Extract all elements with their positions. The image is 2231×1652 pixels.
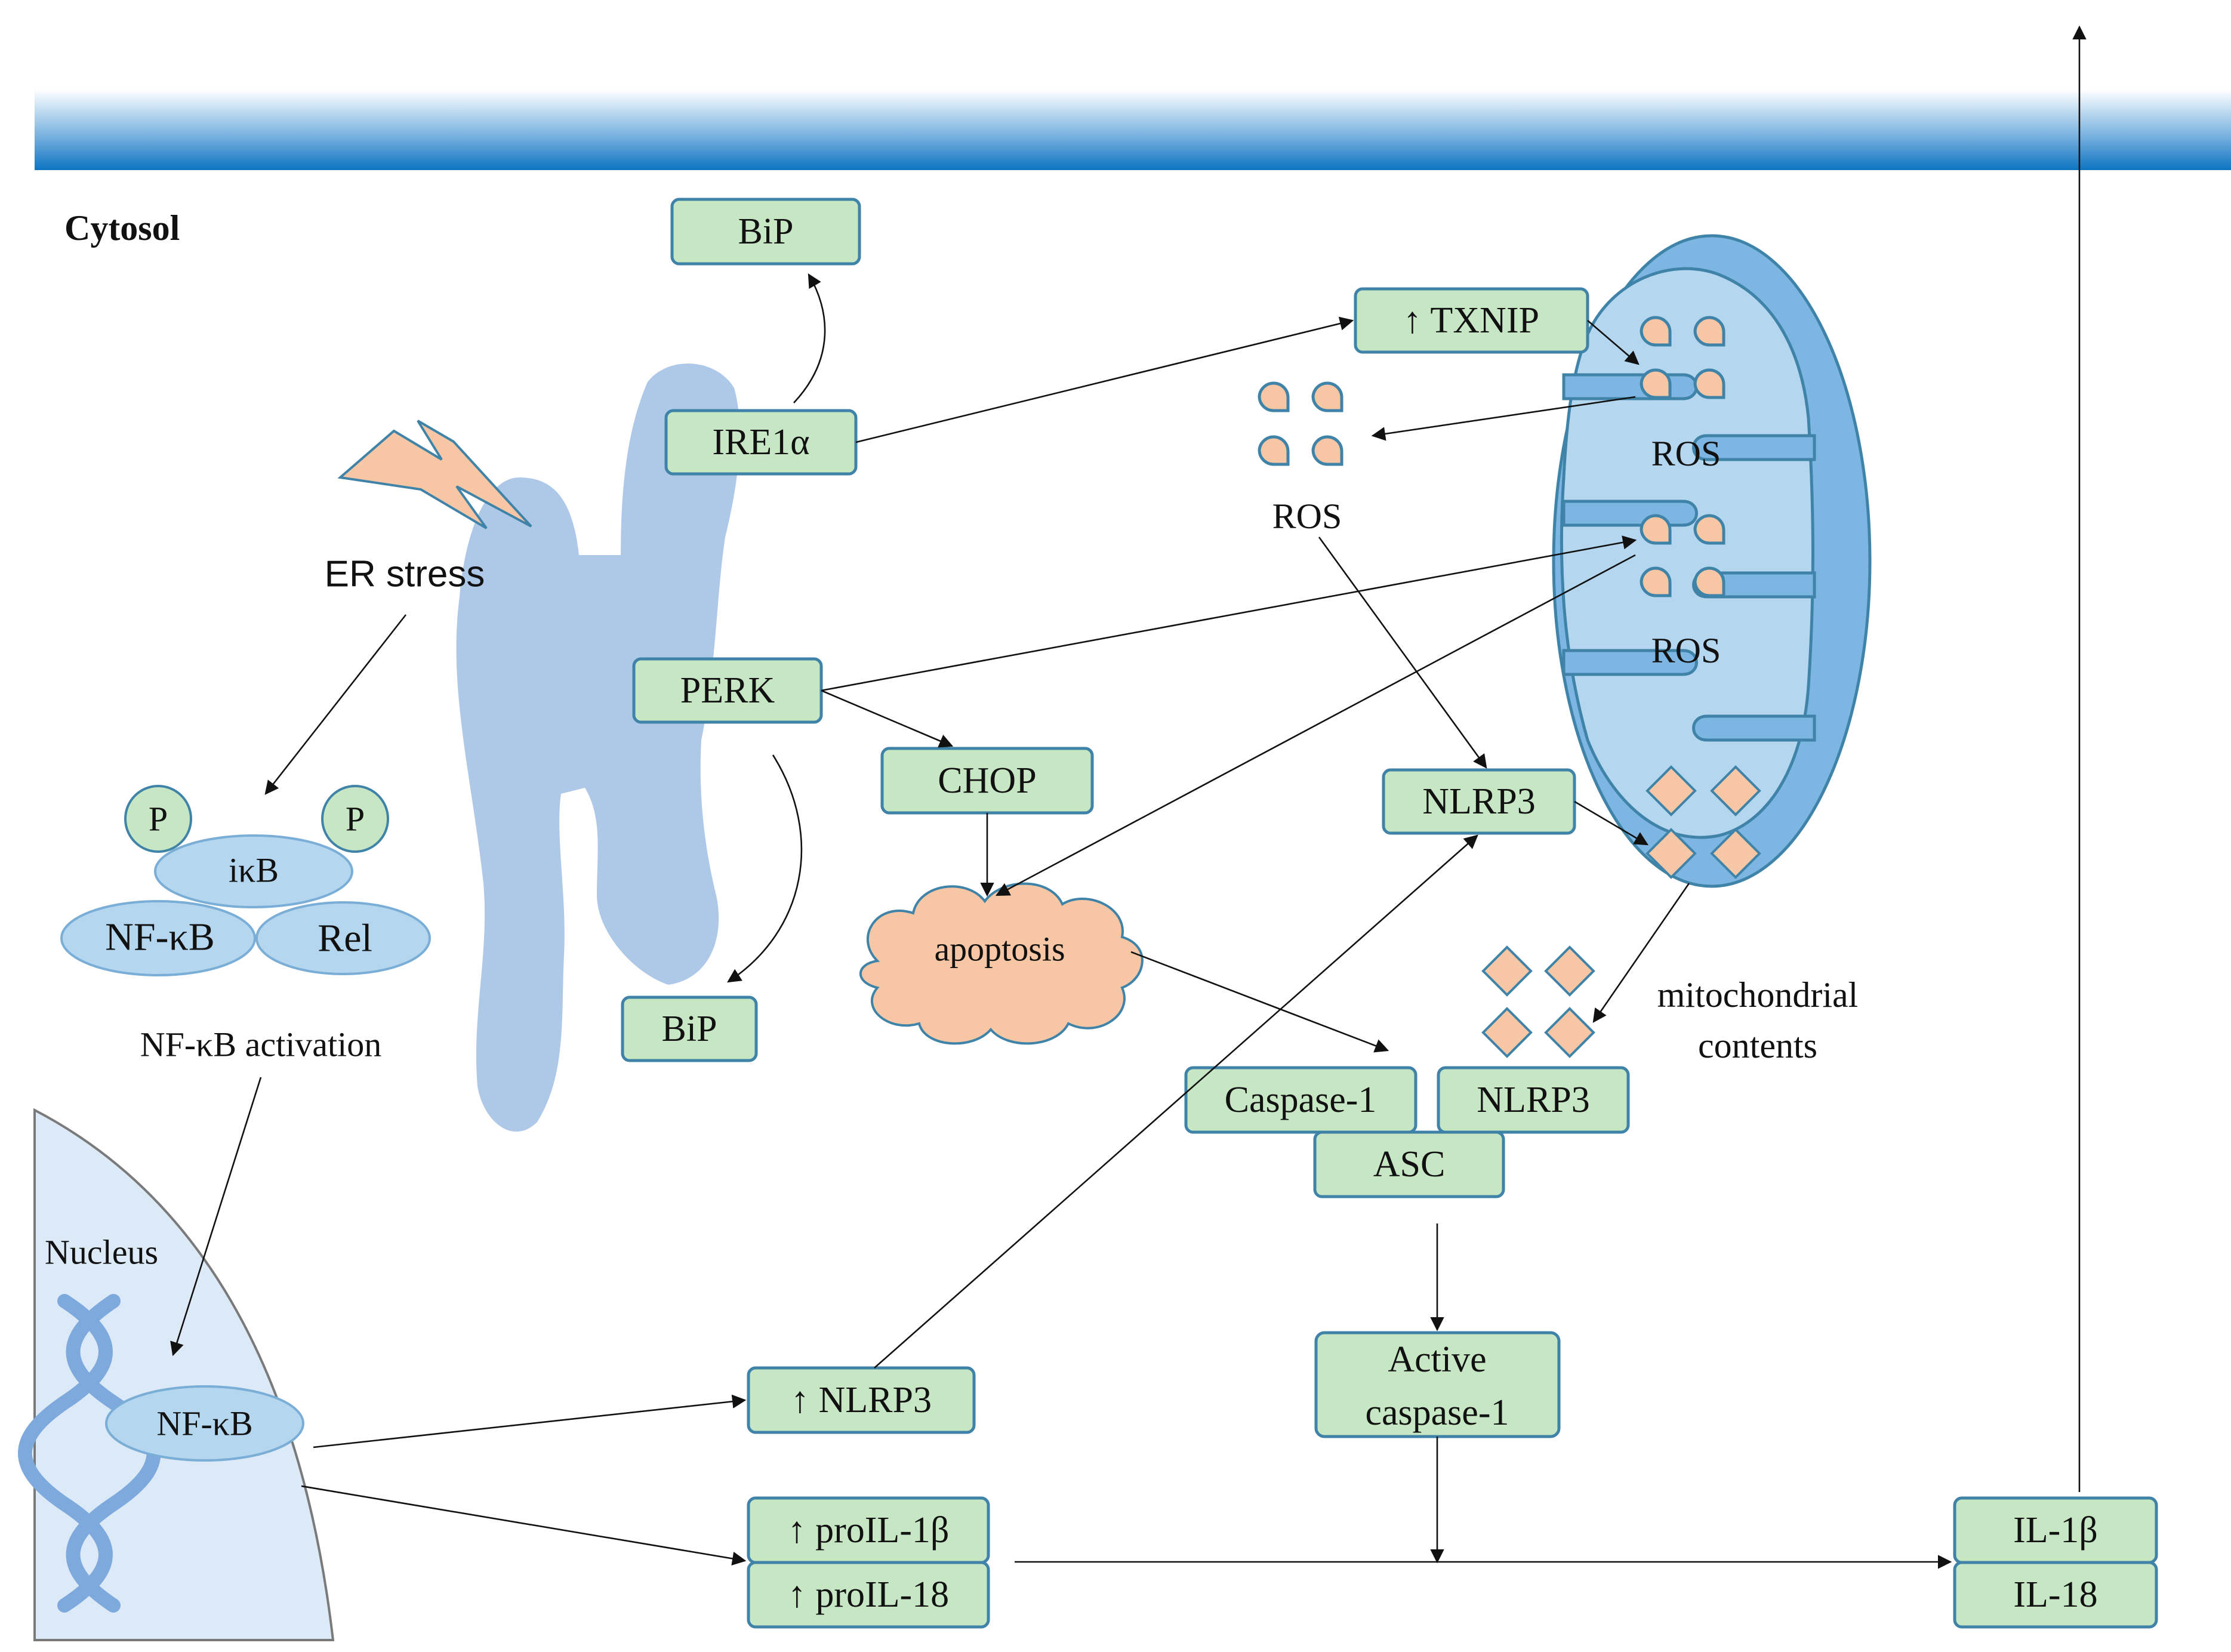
- arrow-ros-release: [1371, 396, 1636, 441]
- il18-box: [1953, 1561, 2158, 1629]
- chop-label: CHOP: [938, 760, 1036, 801]
- bip-top-box: [670, 198, 861, 266]
- phosphate-left: [124, 785, 192, 853]
- ikb-subunit: [154, 834, 353, 908]
- lightning-icon: [337, 420, 532, 529]
- up-proil18-box: [747, 1561, 990, 1629]
- txnip-label: ↑ TXNIP: [1403, 300, 1539, 341]
- active-caspase1-label-1: Active: [1388, 1339, 1486, 1380]
- arrow-perk-to-chop: [821, 689, 954, 748]
- nlrp3-complex-label: NLRP3: [1477, 1080, 1589, 1120]
- arrow-txnip-to-ros: [1587, 320, 1640, 365]
- up-proil18-label: ↑ proIL-18: [788, 1574, 949, 1615]
- endoplasmic-reticulum: [456, 363, 740, 1132]
- il18-label: IL-18: [2013, 1574, 2097, 1615]
- asc-label: ASC: [1373, 1144, 1446, 1185]
- nfkb-complex: P P iκB NF-κB Rel: [60, 785, 431, 976]
- arrow-perk-to-ros: [821, 535, 1637, 692]
- pathway-arrows: [170, 25, 2087, 1569]
- phosphate-right: [321, 785, 389, 853]
- arrow-nlrp3-to-mito-contents: [1574, 800, 1649, 846]
- up-nlrp3-label: ↑ NLRP3: [791, 1380, 932, 1420]
- apoptosis-cloud: [859, 882, 1144, 1045]
- ros-particles-cytosol: [1259, 383, 1342, 464]
- caspase1-label: Caspase-1: [1225, 1080, 1377, 1120]
- mitochondrion: [1552, 234, 1872, 888]
- nucleus-nfkb-label: NF-κB: [156, 1404, 252, 1443]
- nucleus-label: Nucleus: [45, 1233, 158, 1272]
- mito-content-diamonds-released: [1481, 945, 1595, 1058]
- rel-label: Rel: [318, 917, 372, 960]
- up-nlrp3-box: [747, 1366, 976, 1434]
- mito-contents-label-2: contents: [1698, 1026, 1817, 1065]
- ikb-label: iκB: [229, 851, 279, 890]
- nlrp3-complex-box: [1437, 1066, 1630, 1134]
- arrow-mito-contents-release: [1592, 883, 1690, 1023]
- active-caspase1-label-2: caspase-1: [1366, 1392, 1509, 1433]
- arrow-perk-to-bip: [727, 754, 803, 983]
- nfkb-subunit: [60, 900, 256, 976]
- er-stress-label: ER stress: [325, 554, 485, 595]
- phosphate-right-label: P: [346, 800, 365, 839]
- mito-content-diamonds-inside: [1645, 765, 1761, 879]
- ros-mito-label-2: ROS: [1651, 631, 1721, 670]
- bip-bottom-box: [621, 995, 758, 1062]
- il1b-label: IL-1β: [2013, 1510, 2098, 1551]
- nfkb-activation-label: NF-κB activation: [140, 1025, 382, 1064]
- rel-subunit: [255, 901, 431, 975]
- nfkb-label: NF-κB: [105, 916, 215, 959]
- nucleus-nfkb: [105, 1385, 304, 1462]
- cytosol-label: Cytosol: [64, 208, 180, 248]
- perk-label: PERK: [680, 670, 775, 711]
- arrow-ire1a-to-txnip: [855, 316, 1354, 443]
- up-proil1b-label: ↑ proIL-1β: [788, 1510, 950, 1551]
- arrow-nfkb-activation-to-nucleus: [170, 1077, 262, 1357]
- arrow-ros-to-nlrp3: [1318, 537, 1487, 769]
- arrow-up-nlrp3-to-nlrp3: [874, 834, 1478, 1369]
- ros-mito-label-1: ROS: [1651, 434, 1721, 473]
- ros-cytosol-label: ROS: [1272, 497, 1342, 536]
- phosphate-left-label: P: [149, 800, 168, 839]
- arrow-nfkb-to-pro-cytokines: [301, 1485, 747, 1566]
- nlrp3-mito-label: NLRP3: [1422, 781, 1535, 822]
- arrow-nfkb-to-up-nlrp3: [313, 1394, 747, 1448]
- cell-membrane: [35, 90, 2231, 170]
- arrow-er-stress-to-nfkb: [264, 614, 407, 795]
- mito-contents-label-1: mitochondrial: [1657, 975, 1859, 1015]
- bip-bottom-label: BiP: [661, 1009, 717, 1049]
- caspase1-box: [1184, 1066, 1418, 1134]
- arrow-apoptosis-to-inflammasome: [1130, 951, 1389, 1053]
- arrow-ire1a-to-bip: [793, 273, 826, 403]
- apoptosis-label: apoptosis: [934, 930, 1065, 969]
- arrow-ros-to-apoptosis: [995, 554, 1636, 896]
- bip-top-label: BiP: [738, 211, 793, 252]
- ire1a-label: IRE1α: [712, 422, 809, 463]
- asc-box: [1313, 1130, 1505, 1198]
